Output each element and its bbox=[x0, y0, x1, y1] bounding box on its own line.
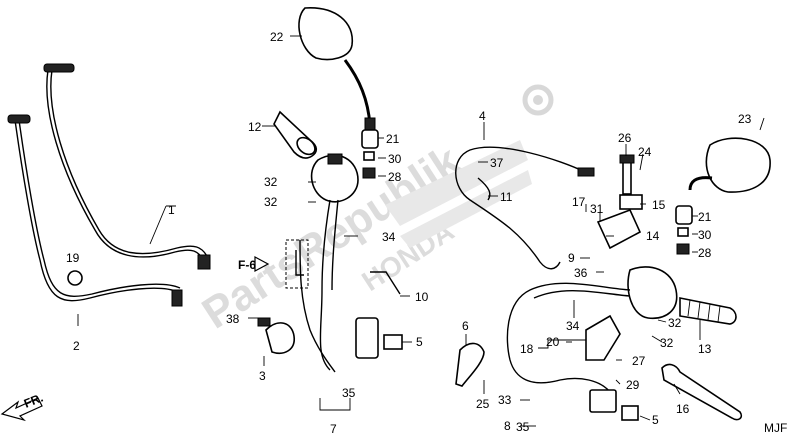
callout: 5 bbox=[652, 413, 659, 427]
mirror-adapter-left bbox=[361, 129, 379, 179]
callout: 30 bbox=[698, 228, 712, 242]
right-switch-housing bbox=[310, 153, 359, 371]
connector-left bbox=[621, 405, 639, 421]
callout: 2 bbox=[73, 339, 80, 353]
callout: 21 bbox=[386, 132, 400, 146]
callout: 26 bbox=[618, 131, 632, 145]
callout: 6 bbox=[462, 319, 469, 333]
honda-wing-logo bbox=[385, 140, 532, 248]
left-lever-bracket bbox=[596, 194, 643, 250]
wire-harness-clip bbox=[370, 271, 401, 295]
callout: 10 bbox=[415, 290, 429, 304]
callout: 8 bbox=[504, 419, 511, 433]
left-grip bbox=[679, 297, 737, 325]
throttle-grip bbox=[273, 110, 318, 159]
callout: 33 bbox=[498, 393, 512, 407]
callout: 32 bbox=[264, 195, 278, 209]
callout: 34 bbox=[382, 230, 396, 244]
choke-cable bbox=[455, 146, 595, 270]
throttle-cables bbox=[7, 63, 211, 307]
callout: 29 bbox=[626, 378, 640, 392]
callout: 23 bbox=[738, 112, 752, 126]
callout: 20 bbox=[546, 335, 560, 349]
mirror-adapter-right bbox=[675, 205, 693, 255]
callout: 34 bbox=[566, 319, 580, 333]
callout: 19 bbox=[66, 251, 80, 265]
callout: 13 bbox=[698, 342, 712, 356]
callout: 31 bbox=[590, 202, 604, 216]
callout: 37 bbox=[490, 156, 504, 170]
mount-bracket bbox=[585, 314, 621, 361]
front-marker-label: FR. bbox=[22, 391, 45, 411]
callout: 17 bbox=[572, 195, 586, 209]
callout: 12 bbox=[248, 120, 262, 134]
callout: 35 bbox=[516, 420, 530, 434]
callout: 24 bbox=[638, 145, 652, 159]
mirror-left bbox=[298, 7, 376, 131]
callout: 22 bbox=[270, 30, 284, 44]
section-bracket bbox=[254, 239, 309, 289]
left-switch-harness bbox=[506, 282, 631, 413]
callout: 3 bbox=[259, 369, 266, 383]
cable-stay bbox=[477, 177, 491, 201]
callout: 4 bbox=[479, 109, 486, 123]
callout: 11 bbox=[500, 190, 513, 204]
callouts: 1 2 3 4 5 5 6 7 8 9 10 11 12 13 14 15 16… bbox=[66, 30, 752, 436]
callout: 32 bbox=[660, 336, 674, 350]
callout: 28 bbox=[698, 246, 712, 260]
callout: 27 bbox=[632, 354, 646, 368]
callout: 1 bbox=[168, 203, 175, 217]
callout: 25 bbox=[476, 397, 490, 411]
callout: 35 bbox=[342, 386, 356, 400]
gear-icon bbox=[522, 84, 554, 116]
left-switch-housing bbox=[627, 266, 678, 319]
callout: 5 bbox=[416, 335, 423, 349]
callout: 16 bbox=[676, 402, 690, 416]
brake-lever-cable bbox=[299, 239, 379, 373]
diagram-code: MJF bbox=[764, 421, 787, 435]
cable-clamp bbox=[67, 270, 83, 286]
leader-lines bbox=[77, 35, 765, 427]
callout: 30 bbox=[388, 152, 402, 166]
throttle-housing bbox=[257, 317, 295, 354]
brake-lever bbox=[661, 363, 743, 421]
callout: 7 bbox=[330, 422, 337, 436]
mirror-right bbox=[688, 137, 771, 193]
section-ref: F-6 bbox=[238, 258, 256, 272]
callout: 38 bbox=[226, 312, 240, 326]
callout: 18 bbox=[520, 342, 534, 356]
callout: 21 bbox=[698, 210, 712, 224]
callout: 15 bbox=[652, 198, 666, 212]
mirror-bolt bbox=[619, 154, 635, 195]
clutch-lever bbox=[455, 342, 485, 387]
callout: 32 bbox=[264, 175, 278, 189]
callout: 36 bbox=[574, 266, 588, 280]
callout: 9 bbox=[568, 251, 575, 265]
front-direction-marker: FR. bbox=[0, 391, 45, 422]
callout: 28 bbox=[388, 170, 402, 184]
callout: 32 bbox=[668, 316, 682, 330]
callout: 14 bbox=[646, 229, 660, 243]
connector-right bbox=[383, 334, 403, 350]
